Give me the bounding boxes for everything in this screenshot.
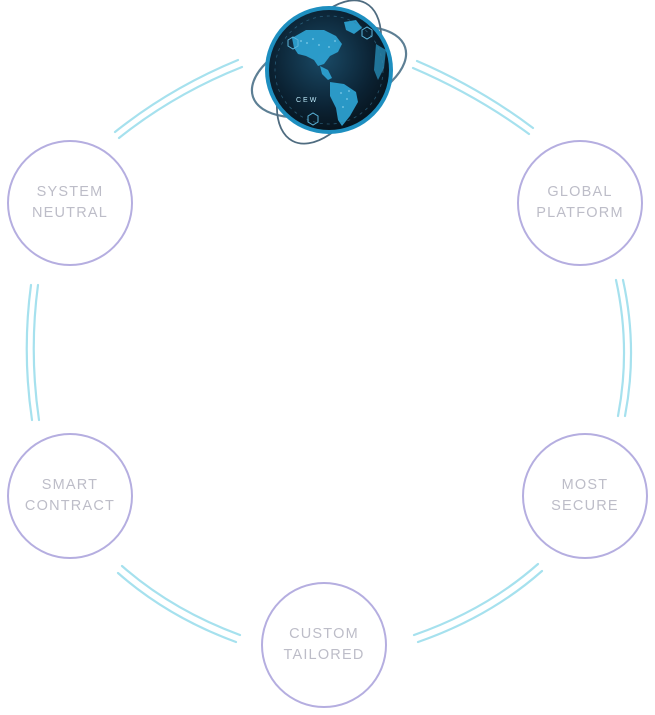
node-label-line: TAILORED — [283, 647, 365, 663]
node-label-line: MOST — [561, 477, 609, 493]
node-label-line: CONTRACT — [24, 498, 116, 514]
node-label-line: SYSTEM — [36, 184, 104, 200]
node-label-line: CUSTOM — [289, 626, 359, 642]
globe-logo: CEW — [244, 0, 414, 155]
node-label-line: SMART — [41, 477, 99, 493]
node-label-line: NEUTRAL — [31, 205, 109, 221]
node-global-platform: GLOBAL PLATFORM — [517, 140, 643, 266]
connector-bottom-right — [412, 562, 544, 644]
node-most-secure: MOST SECURE — [522, 433, 648, 559]
node-label: SMART CONTRACT — [17, 475, 123, 517]
globe-icon: CEW — [250, 0, 408, 145]
node-label-line: PLATFORM — [536, 205, 624, 221]
node-label: CUSTOM TAILORED — [275, 624, 372, 666]
node-label: GLOBAL PLATFORM — [528, 182, 631, 224]
node-label: MOST SECURE — [543, 475, 627, 517]
node-smart-contract: SMART CONTRACT — [7, 433, 133, 559]
connector-left — [25, 283, 41, 422]
connector-top-left — [113, 58, 244, 140]
node-label: SYSTEM NEUTRAL — [24, 182, 116, 224]
node-label-line: GLOBAL — [547, 184, 613, 200]
node-system-neutral: SYSTEM NEUTRAL — [7, 140, 133, 266]
logo-text: CEW — [296, 97, 318, 104]
connector-right — [614, 278, 633, 418]
connector-top-right — [411, 59, 535, 136]
node-label-line: SECURE — [551, 498, 619, 514]
connector-bottom-left — [116, 564, 242, 644]
node-custom-tailored: CUSTOM TAILORED — [261, 582, 387, 708]
